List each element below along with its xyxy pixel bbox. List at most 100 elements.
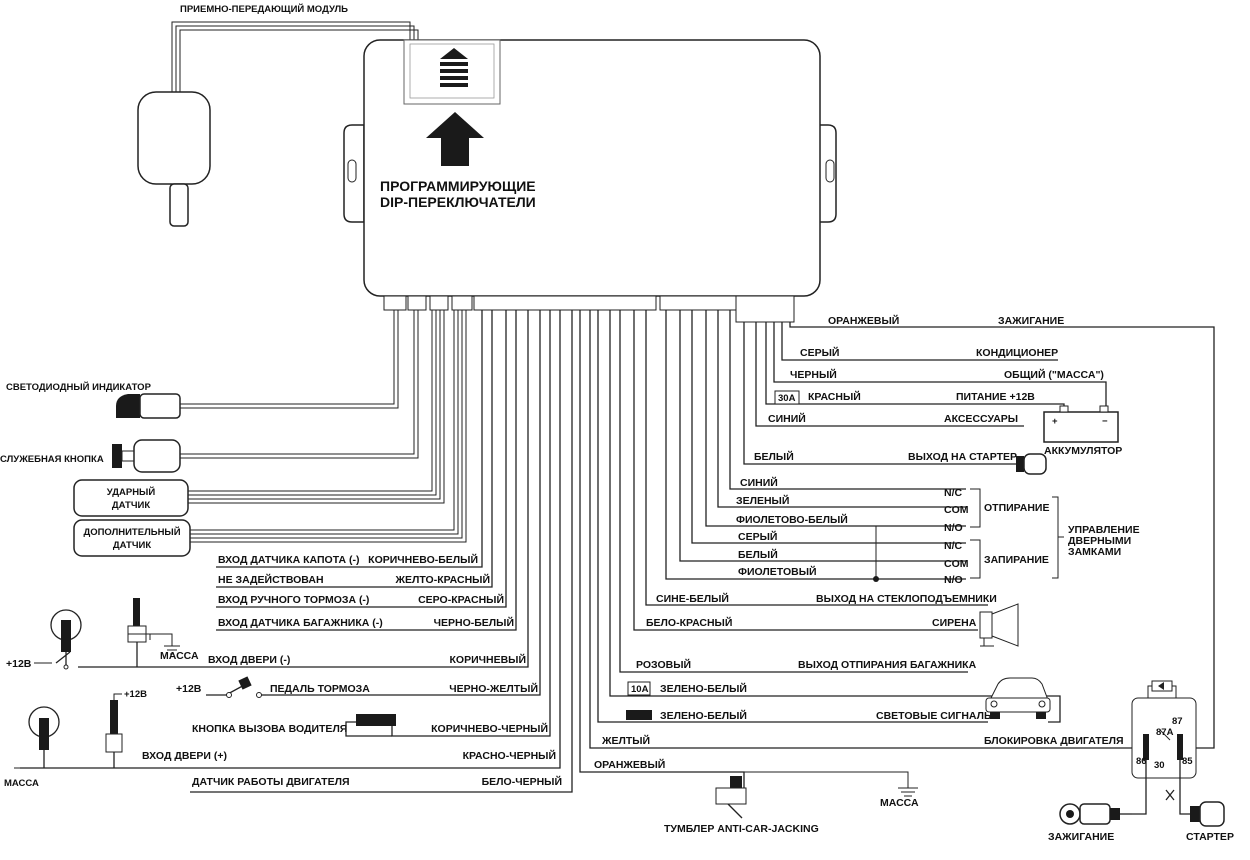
lr-color-4: ЗЕЛЕНО-БЕЛЫЙ [660,682,747,695]
wire-color-brake: ЧЕРНО-ЖЕЛТЫЙ [449,682,538,695]
extra-label-1: ДОПОЛНИТЕЛЬНЫЙ [83,526,180,538]
dl-pin-3: N/O [944,522,963,534]
lock-label: ЗАПИРАНИЕ [984,554,1049,566]
relay-icon [1131,680,1197,815]
connectors [383,295,795,323]
wire-color-ground: ЧЕРНЫЙ [790,368,837,381]
relay-pin-86: 86 [1136,756,1147,767]
plus12-label-2: +12В [176,683,202,695]
wire-color-door-pos: КРАСНО-ЧЕРНЫЙ [463,749,556,762]
lamp-icon [50,609,82,670]
transceiver-module [137,91,211,227]
wire-label-unused: НЕ ЗАДЕЙСТВОВАН [218,573,324,586]
starter-output-icon [1016,453,1047,475]
car-icon [985,677,1051,719]
dl-color-4: СЕРЫЙ [738,530,777,543]
door-lock-title-2: ДВЕРНЫМИ [1068,535,1131,547]
mass-label-3: МАССА [880,797,919,809]
relay-pin-85: 85 [1182,756,1193,767]
fuse-30a-label: 30А [778,393,796,404]
door-lock-brackets [970,488,1064,579]
wire-color-ac: СЕРЫЙ [800,346,839,359]
lower-right-wires [579,310,1144,792]
ground-icon [898,787,918,797]
dl-color-1: СИНИЙ [740,476,778,489]
led-indicator: СВЕТОДИОДНЫЙ ИНДИКАТОР [6,381,181,419]
wire-color-unused: ЖЕЛТО-КРАСНЫЙ [395,573,490,586]
wire-color-starter: БЕЛЫЙ [754,450,794,463]
wire-label-brake: ПЕДАЛЬ ТОРМОЗА [270,683,370,695]
dl-pin-4: N/C [944,540,963,552]
wire-color-door-neg: КОРИЧНЕВЫЙ [450,653,527,666]
wire-label-door-neg: ВХОД ДВЕРИ (-) [208,654,290,666]
lr-label-6: БЛОКИРОВКА ДВИГАТЕЛЯ [984,735,1124,747]
shock-sensor: УДАРНЫЙ ДАТЧИК [73,479,189,517]
ignition-switch-icon [1059,803,1132,825]
fuse-10a-label: 10А [631,684,649,695]
transceiver-cable [171,21,419,92]
left-wire-labels: ВХОД ДАТЧИКА КАПОТА (-) КОРИЧНЕВО-БЕЛЫЙ … [142,553,562,788]
battery-label: АККУМУЛЯТОР [1044,445,1122,457]
lr-color-2: БЕЛО-КРАСНЫЙ [646,616,732,629]
wire-label-trunk: ВХОД ДАТЧИКА БАГАЖНИКА (-) [218,617,383,629]
extra-label-2: ДАТЧИК [113,540,151,551]
shock-label-2: ДАТЧИК [112,500,150,511]
wire-label-call: КНОПКА ВЫЗОВА ВОДИТЕЛЯ [192,723,347,735]
wire-color-acc: СИНИЙ [768,412,806,425]
fuse-10a [627,681,651,696]
mass-label-1: МАССА [160,650,199,662]
call-button-icon [345,714,396,737]
wire-label-hood: ВХОД ДАТЧИКА КАПОТА (-) [218,554,359,566]
unlock-label: ОТПИРАНИЕ [984,502,1049,514]
right-power-labels: ОРАНЖЕВЫЙ ЗАЖИГАНИЕ СЕРЫЙ КОНДИЦИОНЕР ЧЕ… [754,314,1104,463]
lr-label-3: ВЫХОД ОТПИРАНИЯ БАГАЖНИКА [798,659,977,671]
wire-color-handbrake: СЕРО-КРАСНЫЙ [418,593,504,606]
wire-color-engine: БЕЛО-ЧЕРНЫЙ [482,775,562,788]
relay-pin-87: 87 [1172,716,1183,727]
dl-color-2: ЗЕЛЕНЫЙ [736,494,789,507]
toggle-switch-icon [715,776,747,819]
ignition-label: ЗАЖИГАНИЕ [1048,831,1114,843]
wire-color-trunk: ЧЕРНО-БЕЛЫЙ [434,616,514,629]
fuse-30a [774,390,800,405]
mass-label-2: МАССА [4,778,39,789]
right-power-wires [743,322,1215,749]
door-lock-wires [665,310,966,582]
relay-pin-87a: 87A [1156,727,1174,738]
wire-label-ac: КОНДИЦИОНЕР [976,347,1058,359]
lr-color-5: ЗЕЛЕНО-БЕЛЫЙ [660,709,747,722]
dl-pin-5: COM [944,558,969,570]
lr-color-1: СИНЕ-БЕЛЫЙ [656,592,729,605]
left-wires [20,310,573,793]
svg-text:−: − [1102,416,1108,427]
service-button-label: СЛУЖЕБНАЯ КНОПКА [0,454,104,465]
door-switch-icon-2 [105,693,123,768]
relay-block-icon [626,710,652,720]
wire-label-ignition: ЗАЖИГАНИЕ [998,315,1064,327]
wire-color-power: КРАСНЫЙ [808,390,861,403]
wire-label-acc: АКСЕССУАРЫ [944,413,1018,425]
wire-label-door-pos: ВХОД ДВЕРИ (+) [142,750,227,762]
dl-color-6: ФИОЛЕТОВЫЙ [738,565,817,578]
dl-pin-1: N/C [944,487,963,499]
service-button: СЛУЖЕБНАЯ КНОПКА [0,439,181,473]
plus12-label-3: +12В [124,689,147,700]
lr-color-3: РОЗОВЫЙ [636,658,691,671]
dl-pin-2: COM [944,504,969,516]
wire-label-starter: ВЫХОД НА СТАРТЕР [908,451,1017,463]
wire-label-handbrake: ВХОД РУЧНОГО ТОРМОЗА (-) [218,594,369,606]
dl-color-5: БЕЛЫЙ [738,548,778,561]
door-lock-labels: СИНИЙ N/C ЗЕЛЕНЫЙ COM ФИОЛЕТОВО-БЕЛЫЙ N/… [736,476,969,586]
led-label: СВЕТОДИОДНЫЙ ИНДИКАТОР [6,381,152,393]
wire-label-ground: ОБЩИЙ ("МАССА") [1004,368,1104,381]
svg-text:+: + [1052,416,1058,427]
lr-label-1: ВЫХОД НА СТЕКЛОПОДЪЕМНИКИ [816,593,997,605]
battery-icon: + − [1043,405,1119,443]
relay-pin-30: 30 [1154,760,1165,771]
lamp-icon-2 [14,706,60,769]
extra-sensor: ДОПОЛНИТЕЛЬНЫЙ ДАТЧИК [73,519,191,557]
transceiver-label: ПРИЕМНО-ПЕРЕДАЮЩИЙ МОДУЛЬ [180,3,348,15]
dip-switch-icon [440,48,468,87]
dl-color-3: ФИОЛЕТОВО-БЕЛЫЙ [736,513,848,526]
